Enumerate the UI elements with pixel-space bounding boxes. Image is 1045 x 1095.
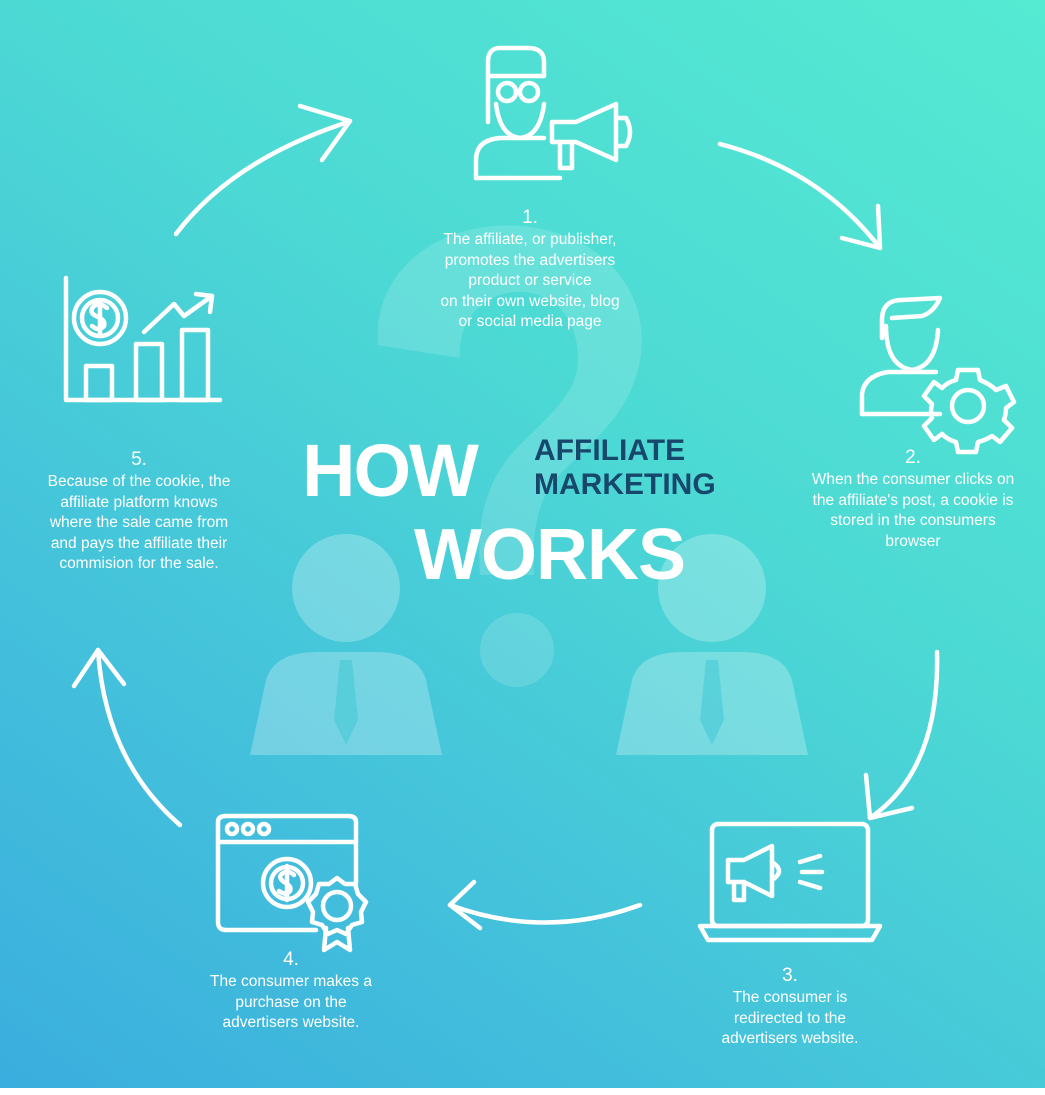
title-marketing: MARKETING (534, 468, 716, 501)
title-subtitle: AFFILIATE MARKETING (534, 434, 716, 502)
title-how: HOW (302, 429, 479, 512)
step-4-line: advertisers website. (222, 1014, 360, 1031)
step-1-line: The affiliate, or publisher, (443, 231, 617, 248)
step-2-line: the affiliate's post, a cookie is (812, 491, 1014, 509)
step-1-number: 1. (522, 207, 538, 228)
step-2-line: stored in the consumers (830, 512, 996, 529)
step-5-line: affiliate platform knows (60, 493, 218, 511)
step-3-number: 3. (782, 965, 798, 986)
browser-coin-badge-icon (215, 813, 369, 953)
step-1-line: product or service (468, 272, 592, 289)
question-mark-dot (480, 613, 554, 687)
step-4-text: 4. The consumer makes a purchase on the … (180, 948, 402, 1034)
step-2-number: 2. (905, 447, 921, 468)
step-1-line: promotes the advertisers (444, 251, 616, 269)
step-3-line: The consumer is (732, 989, 848, 1006)
question-mark-shape (377, 225, 642, 575)
step-2-text: 2. When the consumer clicks on the affil… (782, 446, 1044, 552)
person-gear-icon (859, 295, 1017, 455)
title-works: WORKS (414, 515, 686, 595)
step-4-number: 4. (283, 949, 299, 970)
step-5-line: where the sale came from (49, 514, 229, 531)
step-1-text: 1. The affiliate, or publisher, promotes… (380, 206, 680, 333)
bottom-border (0, 1088, 1045, 1095)
laptop-megaphone-icon (697, 821, 883, 943)
step-3-text: 3. The consumer is redirected to the adv… (680, 964, 900, 1050)
arrow-1-to-2 (717, 141, 883, 251)
step-5-text: 5. Because of the cookie, the affiliate … (14, 448, 264, 575)
arrow-4-to-5 (71, 647, 183, 828)
arrow-2-to-3 (863, 649, 940, 821)
step-1-line: or social media page (458, 313, 602, 330)
step-2-line: browser (885, 532, 941, 550)
step-5-line: and pays the affiliate their (50, 534, 228, 552)
step-2-line: When the consumer clicks on (811, 471, 1015, 488)
arrow-3-to-4 (447, 879, 643, 931)
arrow-5-to-1 (173, 103, 353, 237)
step-3-line: redirected to the (733, 1009, 846, 1027)
step-5-line: commision for the sale. (59, 555, 219, 572)
dollar-growth-chart-icon (63, 275, 223, 403)
title-affiliate: AFFILIATE (534, 434, 686, 467)
step-4-line: purchase on the (235, 993, 347, 1011)
step-4-line: The consumer makes a (210, 973, 372, 990)
person-megaphone-icon (473, 45, 633, 181)
step-1-line: on their own website, blog (440, 292, 620, 310)
step-3-line: advertisers website. (721, 1030, 859, 1047)
step-5-line: Because of the cookie, the (47, 473, 231, 490)
step-5-number: 5. (131, 449, 147, 470)
